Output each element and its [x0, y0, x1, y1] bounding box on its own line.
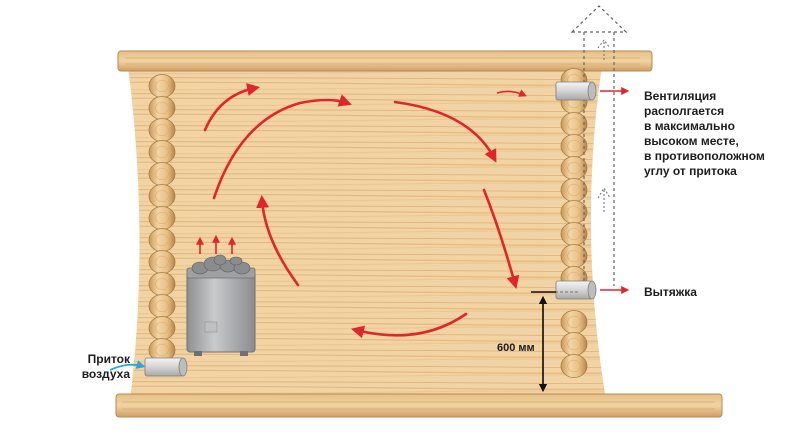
ventilation-note-line: углу от притока — [644, 164, 737, 178]
log — [560, 354, 588, 378]
intake-label-line: воздуха — [81, 367, 130, 381]
log-ring — [567, 161, 581, 175]
ceiling-beam — [117, 50, 653, 72]
log — [560, 222, 588, 246]
stones-icon — [191, 254, 251, 275]
log-ring — [155, 167, 169, 181]
log-ring — [567, 227, 581, 241]
log-ring — [155, 343, 169, 357]
heat-arrows — [196, 234, 236, 254]
log — [148, 316, 176, 340]
log-ring — [155, 145, 169, 159]
floor-beam — [115, 393, 723, 418]
log — [148, 250, 176, 274]
intake-arrow — [109, 360, 146, 371]
height-dimension — [531, 291, 556, 393]
log-ring — [155, 101, 169, 115]
ventilation-note-line: располгается — [644, 104, 725, 118]
log-ring — [567, 117, 581, 131]
upper-vent-duct-icon — [555, 81, 597, 101]
log — [148, 96, 176, 120]
log-ring — [567, 337, 581, 351]
log-ring — [567, 183, 581, 197]
log — [148, 294, 176, 318]
exhaust-label: Вытяжка — [644, 285, 697, 299]
log — [560, 134, 588, 158]
log-ring — [155, 211, 169, 225]
log — [148, 272, 176, 296]
ventilation-note: Вентиляция располгается в максимально вы… — [644, 89, 794, 179]
sauna-stove-icon — [186, 254, 256, 356]
intake-label: Приток воздуха — [50, 352, 130, 382]
log-ring — [155, 255, 169, 269]
log-ring — [567, 359, 581, 373]
log — [148, 228, 176, 252]
log — [560, 310, 588, 334]
log-ring — [155, 123, 169, 137]
log-ring — [155, 189, 169, 203]
log-ring — [567, 139, 581, 153]
ventilation-note-line: в противоположном — [644, 149, 765, 163]
outflow-arrows — [496, 87, 630, 294]
log — [148, 74, 176, 98]
left-log-wall — [148, 74, 176, 362]
log-ring — [567, 249, 581, 263]
ventilation-note-line: Вентиляция — [644, 89, 717, 103]
log — [148, 206, 176, 230]
log-ring — [155, 321, 169, 335]
log — [560, 112, 588, 136]
log — [560, 244, 588, 268]
height-label: 600 мм — [497, 342, 535, 354]
log-ring — [155, 79, 169, 93]
intake-label-line: Приток — [87, 352, 130, 366]
right-log-wall — [560, 68, 588, 378]
log-ring — [567, 315, 581, 329]
log — [148, 162, 176, 186]
ventilation-pipe-icon — [570, 5, 628, 286]
log — [148, 140, 176, 164]
ventilation-note-line: в максимально — [644, 119, 735, 133]
log — [560, 178, 588, 202]
log — [560, 200, 588, 224]
ventilation-note-line: высоком месте, — [644, 134, 739, 148]
log — [148, 118, 176, 142]
log-ring — [567, 205, 581, 219]
log — [560, 156, 588, 180]
log-ring — [155, 277, 169, 291]
log — [148, 184, 176, 208]
air-circulation-arrows — [203, 83, 520, 339]
log-ring — [155, 299, 169, 313]
log-ring — [155, 233, 169, 247]
intake-duct-icon — [144, 357, 188, 377]
log — [560, 332, 588, 356]
